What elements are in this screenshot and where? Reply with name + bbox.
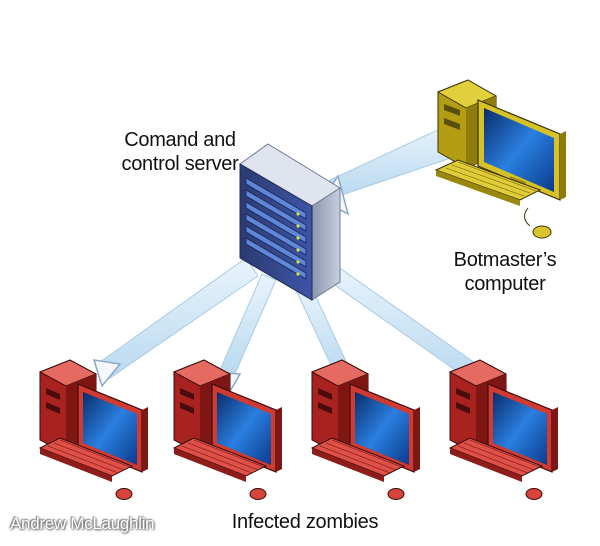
botmaster-computer-icon	[434, 79, 566, 239]
link-server-to-zombie-1	[92, 257, 259, 388]
botmaster-label-line-2: computer	[464, 273, 546, 295]
botmaster-label: Botmaster’s computer	[440, 248, 570, 296]
zombie-computer-icon-1	[38, 359, 148, 500]
zombie-computer-icon-4	[449, 359, 559, 501]
credit-watermark: Andrew McLaughlin	[10, 514, 155, 533]
server-label-line-2: control server	[121, 153, 239, 175]
server-label: Comand and control server	[105, 128, 255, 176]
server-label-line-1: Comand and	[124, 129, 236, 151]
zombie-computer-icon-3	[311, 359, 421, 501]
zombie-computer-icon-2	[173, 359, 283, 501]
zombies-label: Infected zombies	[231, 511, 379, 533]
botmaster-label-line-1: Botmaster’s	[453, 249, 557, 271]
server-icon	[239, 143, 341, 301]
